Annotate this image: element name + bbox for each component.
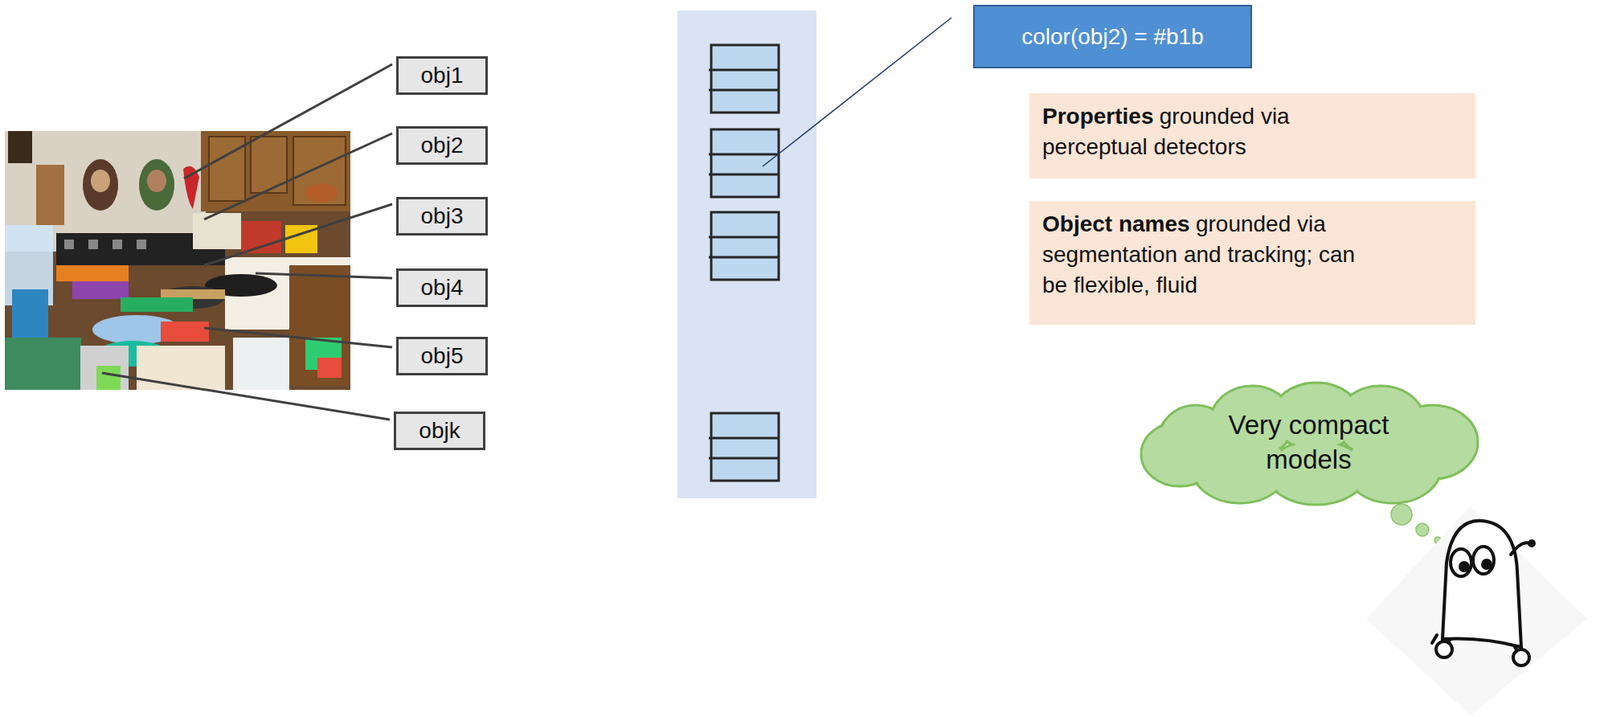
memory-panel: [677, 10, 817, 499]
thought-dots: [1391, 503, 1441, 544]
node-text: obj2: [421, 132, 464, 159]
node-text: obj1: [421, 62, 464, 89]
node-text: obj3: [421, 203, 464, 230]
bold-term: Object names: [1042, 211, 1191, 237]
object-label: obj3: [396, 196, 488, 236]
object-label: objk: [393, 411, 486, 451]
node-text: objk: [418, 417, 460, 444]
cloud-outline: [1127, 377, 1490, 508]
object-label: obj4: [396, 268, 488, 307]
object-label: obj1: [396, 56, 488, 95]
kitchen-photo: [4, 130, 351, 390]
object-label: obj5: [396, 336, 488, 376]
thought-cloud: Very compact models: [1127, 377, 1490, 508]
robot-figure: [1432, 520, 1535, 666]
object-label: obj2: [396, 126, 488, 165]
node-text: obj5: [421, 343, 464, 369]
pointer-line: [762, 17, 952, 167]
robot-backdrop: [1366, 506, 1588, 716]
note-box: Propertiesgrounded via perceptual detect…: [1029, 93, 1476, 179]
node-text: obj4: [421, 274, 464, 301]
leader-lines: [102, 64, 393, 420]
bold-term: Properties: [1042, 103, 1154, 129]
node-text: Very compact models: [1228, 409, 1390, 475]
node-text: color(obj2) = #b1b: [1021, 24, 1204, 50]
note-box: Object namesgrounded via segmentation an…: [1029, 200, 1476, 325]
record-stacks: [708, 45, 779, 481]
property-box: color(obj2) = #b1b: [973, 4, 1253, 69]
